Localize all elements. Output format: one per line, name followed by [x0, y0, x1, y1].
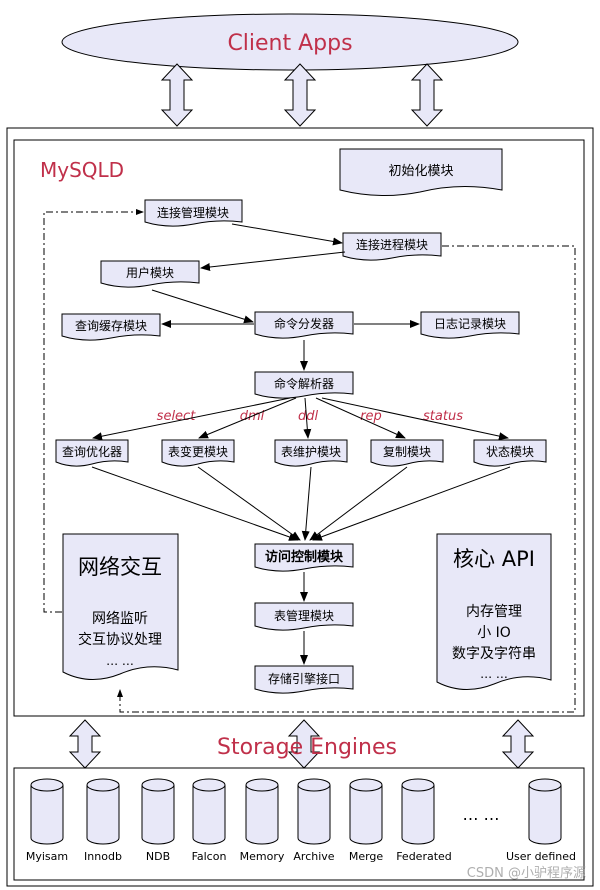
table-maint-box [274, 439, 348, 467]
engine-label: Falcon [192, 850, 227, 863]
client-apps-ellipse [61, 13, 519, 71]
arrow-tablechange-access [197, 466, 301, 541]
branch-label-select: select [157, 409, 197, 424]
status-module-label: 状态模块 [486, 445, 534, 459]
user-module-box [100, 260, 200, 288]
client-apps-label: Client Apps [227, 31, 352, 56]
arrow-parser-replication [315, 397, 406, 439]
access-ctrl-label: 访问控制模块 [265, 549, 344, 565]
cmd-parser-box [254, 371, 354, 399]
dashed-connproc-to-network [117, 245, 576, 713]
engine-label: Merge [349, 850, 384, 863]
engine-cylinder-myisam [30, 778, 64, 845]
arrow-optimizer-access [91, 466, 299, 541]
conn-proc-label: 连接进程模块 [356, 237, 428, 252]
engine-cylinders [30, 778, 562, 845]
branch-labels: select dml ddl rep status [157, 409, 464, 424]
engine-label: Innodb [84, 850, 122, 863]
replication-label: 复制模块 [383, 445, 431, 459]
conn-proc-box [342, 232, 442, 261]
mysqld-title: MySQLD [40, 158, 124, 182]
outer-frame [6, 127, 594, 887]
engine-cylinder-userdefined [528, 778, 562, 845]
arrow-connmgr-to-connproc [231, 223, 343, 246]
arrow-parser-tablechange [198, 397, 297, 439]
mysqld-frame [13, 139, 585, 717]
branch-label-ddl: ddl [298, 409, 319, 424]
arrow-replication-access [309, 466, 408, 541]
engine-label: Myisam [26, 850, 68, 863]
conn-mgr-label: 连接管理模块 [157, 205, 229, 220]
engine-label: User defined [506, 850, 576, 863]
engine-cylinder-ndb [141, 778, 175, 845]
network-line: 交互协议处理 [78, 631, 162, 648]
arrow-connproc-to-user [200, 251, 346, 271]
engine-cylinder-merge [349, 778, 383, 845]
engine-label: Federated [396, 850, 452, 863]
init-module-box [339, 148, 503, 197]
network-line: 网络监听 [92, 611, 148, 627]
connector-arrows [91, 223, 511, 665]
engine-cylinder-memory [245, 778, 279, 845]
storage-if-box [254, 665, 354, 694]
cmd-dispatcher-box [254, 311, 354, 339]
status-module-box [473, 439, 547, 467]
core-api-line: 数字及字符串 [452, 646, 536, 662]
table-change-box [161, 439, 235, 467]
storage-connection-arrows [68, 719, 535, 769]
cmd-dispatcher-label: 命令分发器 [274, 316, 334, 331]
watermark: CSDN @小驴程序源 [467, 865, 586, 881]
init-module-label: 初始化模块 [388, 164, 453, 179]
table-change-label: 表变更模块 [168, 444, 228, 459]
core-api-line: … … [480, 667, 508, 681]
table-maint-label: 表维护模块 [281, 445, 341, 459]
arrow-parser-status [321, 397, 509, 441]
arrow-parser-tablemaint [303, 397, 312, 439]
replication-box [370, 439, 444, 467]
engine-cylinder-innodb [86, 778, 120, 845]
engine-label: Archive [293, 850, 334, 863]
arrow-user-to-dispatcher [151, 289, 254, 324]
engine-labels: Myisam Innodb NDB Falcon Memory Archive … [26, 850, 576, 863]
storage-engines-frame [13, 767, 585, 881]
arrow-status-access [312, 466, 511, 541]
log-module-label: 日志记录模块 [434, 317, 506, 331]
branch-label-rep: rep [360, 409, 382, 424]
conn-mgr-box [144, 199, 243, 227]
network-box [62, 533, 179, 680]
engine-cylinder-falcon [192, 778, 226, 845]
arrow-tablemaint-access [301, 466, 312, 541]
log-module-box [420, 311, 520, 339]
engine-cylinder-archive [297, 778, 331, 845]
table-mgr-label: 表管理模块 [274, 608, 334, 623]
engine-ellipsis: … … [462, 805, 499, 824]
core-api-title: 核心 API [453, 547, 535, 571]
dashed-connections [43, 209, 576, 713]
table-mgr-box [254, 602, 354, 631]
storage-if-label: 存储引擎接口 [268, 671, 340, 686]
cmd-parser-label: 命令解析器 [274, 376, 334, 391]
network-line: … … [106, 654, 134, 668]
core-api-line: 内存管理 [466, 604, 522, 620]
query-cache-box [61, 313, 161, 341]
query-optimizer-label: 查询优化器 [62, 445, 122, 459]
network-title: 网络交互 [78, 555, 162, 579]
query-optimizer-box [55, 439, 129, 467]
engine-label: NDB [146, 850, 170, 863]
access-ctrl-box [254, 543, 354, 572]
engine-label: Memory [240, 850, 285, 863]
arrow-parser-optimizer [92, 397, 291, 441]
core-api-line: 小 IO [477, 625, 511, 641]
user-module-label: 用户模块 [126, 265, 174, 280]
client-connection-arrows [160, 63, 444, 127]
storage-engines-title: Storage Engines [217, 735, 397, 760]
core-api-box [436, 533, 552, 690]
branch-label-status: status [423, 409, 463, 424]
dashed-network-to-connmgr [43, 209, 144, 613]
query-cache-label: 查询缓存模块 [75, 319, 147, 333]
engine-cylinder-federated [401, 778, 435, 845]
